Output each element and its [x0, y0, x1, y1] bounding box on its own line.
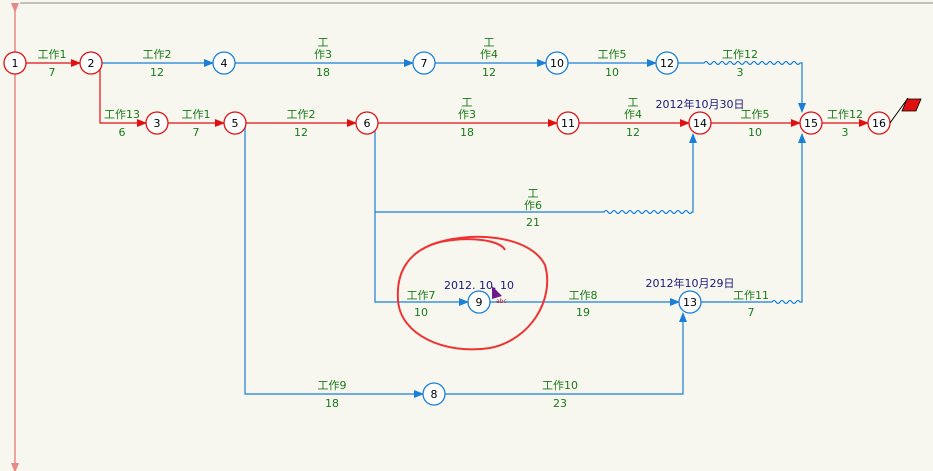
edge-duration-label: 21: [526, 216, 540, 229]
edge-duration-label: 12: [294, 126, 308, 139]
edge-duration-label: 10: [748, 126, 762, 139]
node-label: 6: [364, 117, 371, 130]
edge-name-label: 工: [484, 36, 495, 49]
edge-duration-label: 23: [553, 397, 567, 410]
node-label: 11: [561, 117, 575, 130]
node-label: 4: [221, 57, 228, 70]
edge-name-label: 作3: [458, 108, 476, 121]
edge-name-label: 工作7: [407, 289, 436, 302]
node-label: 5: [232, 117, 239, 130]
node-5[interactable]: 5: [223, 111, 247, 135]
edge-duration-label: 7: [49, 66, 56, 79]
edge-name-label: 作4: [624, 108, 642, 121]
edge-duration-label: 18: [316, 66, 330, 79]
node-10[interactable]: 10: [545, 51, 569, 75]
edge-duration-label: 19: [576, 306, 590, 319]
edge-duration-label: 12: [626, 126, 640, 139]
end-flag-icon[interactable]: [889, 97, 922, 124]
edge-name-label: 工: [462, 96, 473, 109]
edge-name-label: 作6: [524, 199, 542, 212]
date-label-node14: 2012年10月30日: [656, 97, 745, 111]
edge-name-label: 工: [318, 36, 329, 49]
edge-name-label: 工作2: [287, 108, 316, 121]
node-8[interactable]: 8: [422, 382, 446, 406]
node-3[interactable]: 3: [145, 111, 169, 135]
edge-duration-label: 18: [325, 397, 339, 410]
annotation-circle[interactable]: [396, 235, 549, 351]
text-cursor-icon: abc: [492, 286, 507, 305]
node-1[interactable]: 1: [3, 51, 27, 75]
edge-duration-label: 3: [737, 66, 744, 79]
edge-6-9[interactable]: [374, 212, 469, 306]
node-4[interactable]: 4: [212, 51, 236, 75]
node-13[interactable]: 13: [678, 290, 702, 314]
edge-duration-label: 12: [150, 66, 164, 79]
edge-name-label: 工作8: [569, 289, 598, 302]
edge-name-label: 工作1: [182, 108, 211, 121]
node-label: 15: [804, 117, 818, 130]
edge-name-label: 工作13: [104, 108, 140, 121]
edge-name-label: 工作9: [318, 379, 347, 392]
node-label: 8: [431, 388, 438, 401]
edge-duration-label: 7: [193, 126, 200, 139]
node-label: 3: [154, 117, 161, 130]
node-label: 9: [476, 296, 483, 309]
edge-name-label: 工作2: [143, 48, 172, 61]
node-label: 13: [683, 296, 697, 309]
node-label: 10: [550, 57, 564, 70]
edge-name-label: 工作12: [827, 108, 863, 121]
node-label: 12: [660, 57, 674, 70]
edge-8-13[interactable]: [445, 312, 687, 395]
edge-name-label: 工作10: [542, 379, 578, 392]
edge-name-label: 工作5: [598, 48, 627, 61]
edge-5-8[interactable]: [244, 122, 424, 398]
edge-duration-label: 3: [842, 126, 849, 139]
svg-text:abc: abc: [496, 298, 507, 305]
node-12[interactable]: 12: [655, 51, 679, 75]
edge-name-label: 作3: [314, 48, 332, 61]
node-label: 16: [872, 117, 886, 130]
node-14[interactable]: 14: [688, 111, 712, 135]
node-label: 1: [12, 57, 19, 70]
node-2[interactable]: 2: [79, 51, 103, 75]
node-label: 2: [88, 57, 95, 70]
node-label: 14: [693, 117, 707, 130]
edge-duration-label: 6: [119, 126, 126, 139]
edge-name-label: 工作5: [741, 108, 770, 121]
date-label-node9: 2012. 10. 10: [444, 279, 514, 292]
node-label: 7: [421, 57, 428, 70]
edge-name-label: 工作1: [38, 48, 67, 61]
edge-duration-label: 10: [605, 66, 619, 79]
node-16[interactable]: 16: [867, 111, 891, 135]
edge-duration-label: 10: [414, 306, 428, 319]
edge-duration-label: 12: [482, 66, 496, 79]
edge-name-label: 工: [628, 96, 639, 109]
edge-6-14[interactable]: [374, 122, 697, 215]
edge-13-15[interactable]: [701, 133, 806, 305]
edge-duration-label: 18: [460, 126, 474, 139]
date-label-node13: 2012年10月29日: [646, 276, 735, 290]
node-15[interactable]: 15: [799, 111, 823, 135]
edge-name-label: 作4: [480, 48, 498, 61]
edge-name-label: 工: [528, 187, 539, 200]
edge-12-15[interactable]: [678, 60, 806, 113]
node-9[interactable]: 9: [467, 290, 491, 314]
edge-duration-label: 7: [748, 306, 755, 319]
node-6[interactable]: 6: [355, 111, 379, 135]
node-11[interactable]: 11: [556, 111, 580, 135]
node-7[interactable]: 7: [412, 51, 436, 75]
edge-name-label: 工作11: [733, 289, 769, 302]
edge-name-label: 工作12: [722, 48, 758, 61]
